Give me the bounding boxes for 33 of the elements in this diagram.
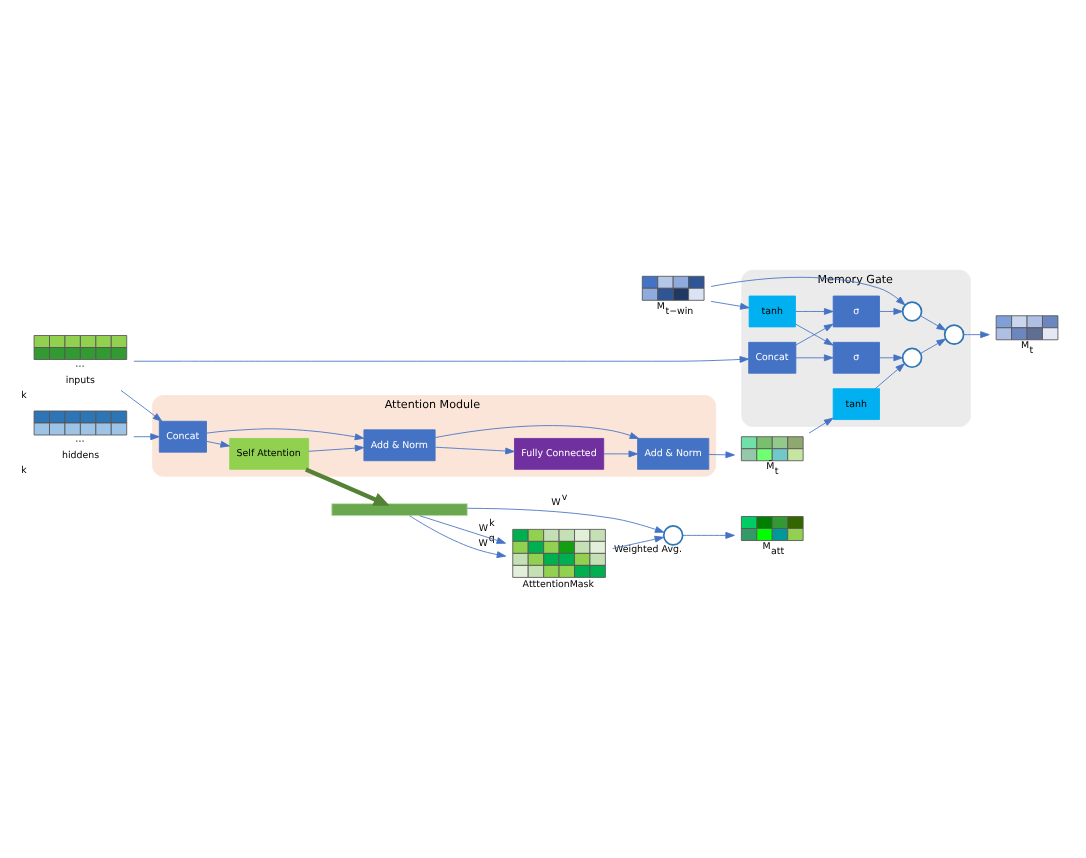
arrow [963, 331, 990, 339]
arrow [682, 531, 735, 539]
arrow [466, 507, 665, 533]
arrow [120, 390, 163, 422]
arrow [612, 535, 664, 550]
arrow [920, 315, 946, 331]
arrow [920, 338, 946, 354]
arrow [795, 323, 834, 346]
arrow [308, 444, 365, 452]
node-circle [901, 301, 923, 322]
arrow [710, 300, 750, 310]
arrow [409, 515, 507, 558]
arrow [879, 308, 903, 315]
arrow [710, 276, 906, 306]
arrow [795, 354, 834, 362]
arrow [879, 354, 903, 362]
arrow [206, 440, 230, 448]
arrow [795, 308, 834, 315]
arrow [708, 451, 735, 459]
arrow [133, 433, 160, 441]
node-circle [662, 525, 684, 546]
node-circle [943, 324, 965, 345]
node-circle [901, 347, 923, 369]
arrow [603, 450, 638, 458]
node-bar [331, 503, 468, 517]
arrow [434, 425, 640, 439]
arrow [206, 428, 365, 441]
arrow [419, 515, 506, 544]
arrow [133, 356, 750, 363]
arrow [304, 467, 390, 506]
arrow [875, 363, 905, 389]
arrow [808, 417, 834, 434]
arrow [435, 446, 515, 455]
